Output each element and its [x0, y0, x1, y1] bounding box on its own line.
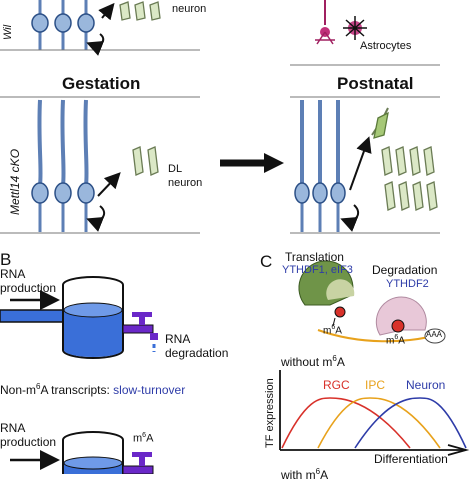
wt-radial-glia-group [31, 0, 95, 50]
ipc-curve-label: IPC [365, 378, 386, 392]
plot-x-arrowhead [447, 444, 470, 456]
m6a-right-label: m6A [386, 334, 405, 346]
wt-migration-arrow [98, 2, 115, 21]
wt-neurons-icon [119, 1, 161, 21]
m6a-right-sup: 6 [394, 334, 399, 341]
cko-dl-neurons-icon [132, 146, 159, 176]
cko-gestation-self-renew-arrow [86, 205, 106, 232]
y-axis-label: TF expression [264, 378, 276, 448]
rgc-curve-label: RGC [323, 378, 350, 392]
curve-neuron [354, 397, 467, 449]
m6a-left-pointer [332, 317, 336, 327]
slow-turnover-label: slow-turnover [113, 383, 186, 397]
m6a-left-a: A [335, 325, 342, 337]
rna-degradation-label-line2: degradation [165, 346, 229, 360]
wt-genotype-label: Wil [2, 24, 14, 40]
tank-top [0, 275, 124, 359]
tank-bottom [10, 431, 154, 474]
m6a-mark-left [334, 306, 346, 318]
rna-degradation-label-line1: RNA [165, 332, 191, 346]
rna-production2-label-line2: production [0, 435, 57, 449]
m6a-mark-right [391, 319, 405, 333]
rna-production-label-line2: production [0, 281, 57, 295]
wt-self-renew-arrow [86, 33, 105, 56]
gestation-heading: Gestation [62, 74, 141, 93]
ythdf1-complex-icon [298, 260, 355, 306]
cko-gestation-radial-glia-group [31, 99, 95, 232]
non-m6a-prefix: Non-m [0, 383, 37, 397]
tap-m6a-sup: 6 [142, 432, 147, 439]
tap-m6a-m: m [133, 432, 143, 445]
polya-tail [424, 328, 446, 344]
without-m6a-label: without m6A [281, 354, 345, 369]
tap-top [122, 312, 158, 352]
astrocytes-label: Astrocytes [360, 40, 412, 52]
ythdf2-icon [375, 296, 427, 336]
migrating-neuron-icon [373, 111, 389, 139]
neuron-curve-label: Neuron [406, 378, 446, 392]
astrocytes-icon [315, 0, 367, 45]
transition-arrowhead [264, 153, 284, 173]
inflow-pipe [0, 309, 71, 323]
expression-plot [279, 370, 470, 456]
with-sup: 6 [315, 467, 321, 476]
non-m6a-sup: 6 [36, 382, 41, 391]
translation-readers-label: YTHDF1, eIF3 [282, 264, 353, 276]
curve-rgc [281, 397, 411, 449]
m6a-left-m: m [323, 325, 332, 337]
cko-gestation-migration-arrow [97, 172, 121, 197]
cko-postnatal-radial-glia-group [294, 100, 346, 232]
panel-b-letter: B [0, 250, 12, 269]
dl-neuron-label: neuron [168, 177, 203, 189]
translation-label: Translation [285, 250, 344, 264]
dl-label: DL [168, 163, 183, 175]
cko-postnatal-self-renew-arrow [340, 204, 360, 232]
without-sup: 6 [332, 354, 337, 363]
non-m6a-suffix: A transcripts: [40, 383, 114, 397]
without-prefix: without m [281, 355, 333, 369]
postnatal-heading: Postnatal [337, 74, 414, 93]
with-prefix: with m [281, 468, 316, 482]
rna-production2-label-line1: RNA [0, 421, 26, 435]
curve-ipc [317, 397, 441, 449]
polya-label: AAA [426, 330, 443, 339]
wt-neuron-label: neuron [172, 3, 207, 15]
tap-m6a-label: m6A [133, 432, 153, 445]
m6a-left-label: m6A [323, 324, 342, 336]
rna-production-label-line1: RNA [0, 267, 26, 281]
degradation-label: Degradation [372, 263, 438, 277]
m6a-right-a: A [398, 335, 405, 347]
m6a-left-sup: 6 [331, 324, 336, 331]
non-m6a-transcripts-caption: Non-m6A transcripts: slow-turnover [0, 382, 185, 397]
m6a-right-m: m [386, 335, 395, 347]
without-suffix: A [336, 355, 345, 369]
with-m6a-label: with m6A [281, 467, 328, 482]
x-axis-label: Differentiation [374, 452, 448, 466]
tap-m6a-a: A [146, 432, 154, 445]
cko-postnatal-neurons-icon [381, 146, 438, 211]
cko-postnatal-migration-arrow [349, 136, 372, 191]
with-suffix: A [320, 468, 329, 482]
degradation-reader-label: YTHDF2 [386, 278, 429, 290]
cko-genotype-label: Mettl14 cKO [8, 148, 22, 215]
panel-c-letter: C [260, 252, 273, 271]
